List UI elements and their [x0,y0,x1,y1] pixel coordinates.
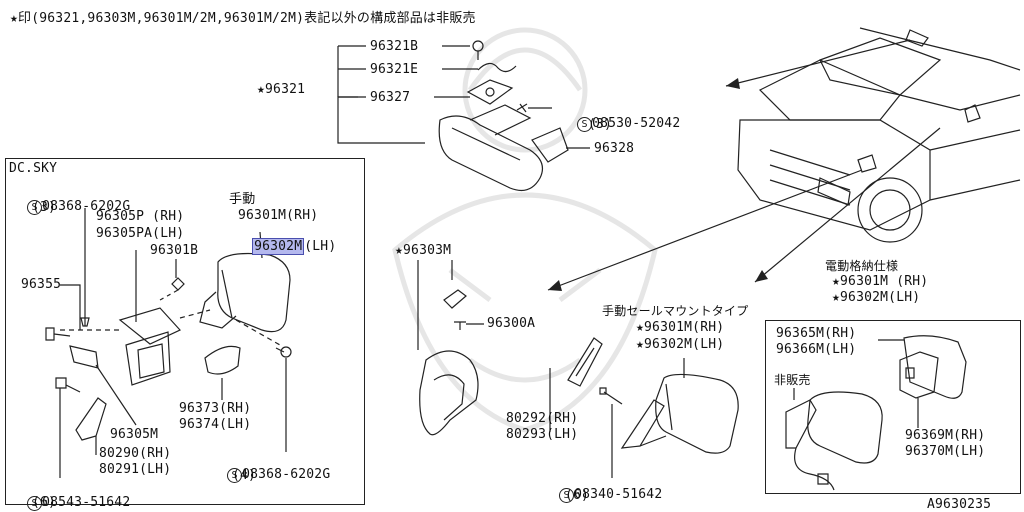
watermark-emblem [392,27,658,433]
highlighted-part-number: 96302M [252,238,305,255]
s-circle-icon: S [577,117,593,132]
part-96305p[interactable]: 96305P (RH) [96,209,185,224]
qty-08543: (6) [32,495,57,510]
part-number-text: 08340-51642 [574,487,663,502]
part-96328[interactable]: 96328 [594,141,635,156]
power-fold-spec-label: 電動格納仕様 [825,259,899,273]
diagram-id: A9630235 [927,497,992,512]
part-96302m-right[interactable]: ★96302M(LH) [832,290,921,305]
part-number-text: 08543-51642 [42,495,131,510]
part-number-text: 08368-6202G [242,467,331,482]
part-96301m-right[interactable]: ★96301M (RH) [832,274,929,289]
part-96374[interactable]: 96374(LH) [179,417,252,432]
not-sold-label: 非販売 [774,373,811,387]
part-96321[interactable]: ★96321 [257,82,306,97]
part-96302m-middle[interactable]: ★96302M(LH) [636,337,725,352]
part-96305pa[interactable]: 96305PA(LH) [96,226,185,241]
part-96305m[interactable]: 96305M [110,427,159,442]
part-80293[interactable]: 80293(LH) [506,427,579,442]
part-96301m-left[interactable]: 96301M(RH) [238,208,319,223]
vehicle-illustration [737,27,1021,243]
part-96373[interactable]: 96373(RH) [179,401,252,416]
part-96370m[interactable]: 96370M(LH) [905,444,986,459]
part-96355[interactable]: 96355 [21,277,62,292]
part-96369m[interactable]: 96369M(RH) [905,428,986,443]
qty-08368-a: (3) [32,200,57,215]
part-96365m[interactable]: 96365M(RH) [776,326,857,341]
part-96301m-middle[interactable]: ★96301M(RH) [636,320,725,335]
part-96321e[interactable]: 96321E [370,62,419,77]
qty-08368-b: (4) [232,468,257,483]
manual-label: 手動 [229,192,256,207]
sail-mount-label: 手動セールマウントタイプ [602,304,749,318]
side-suffix: (LH) [304,239,337,254]
part-96303m[interactable]: ★96303M [395,243,452,258]
part-80292[interactable]: 80292(RH) [506,411,579,426]
part-80290[interactable]: 80290(RH) [99,446,172,461]
part-96301b[interactable]: 96301B [150,243,199,258]
qty-08340: (6) [565,488,590,503]
part-96366m[interactable]: 96366M(LH) [776,342,857,357]
right-detail-box [765,320,1021,494]
s-circle-icon: S [27,200,43,215]
header-note: ★印(96321,96303M,96301M/2M,96301M/2M)表記以外… [10,11,476,26]
screw-96321b [472,40,484,60]
left-box-title: DC.SKY [9,161,58,176]
qty-08530: (3) [588,117,613,132]
part-number-text: 08530-52042 [592,116,681,131]
part-number-text: 08368-6202G [42,199,131,214]
left-detail-box [5,158,365,505]
part-96300a[interactable]: 96300A [487,316,536,331]
part-96302m-left[interactable]: 96302M(LH) [236,224,337,255]
part-96321b[interactable]: 96321B [370,39,419,54]
s-circle-icon: S [559,488,575,503]
s-circle-icon: S [227,468,243,483]
part-80291[interactable]: 80291(LH) [99,462,172,477]
part-96327[interactable]: 96327 [370,90,411,105]
